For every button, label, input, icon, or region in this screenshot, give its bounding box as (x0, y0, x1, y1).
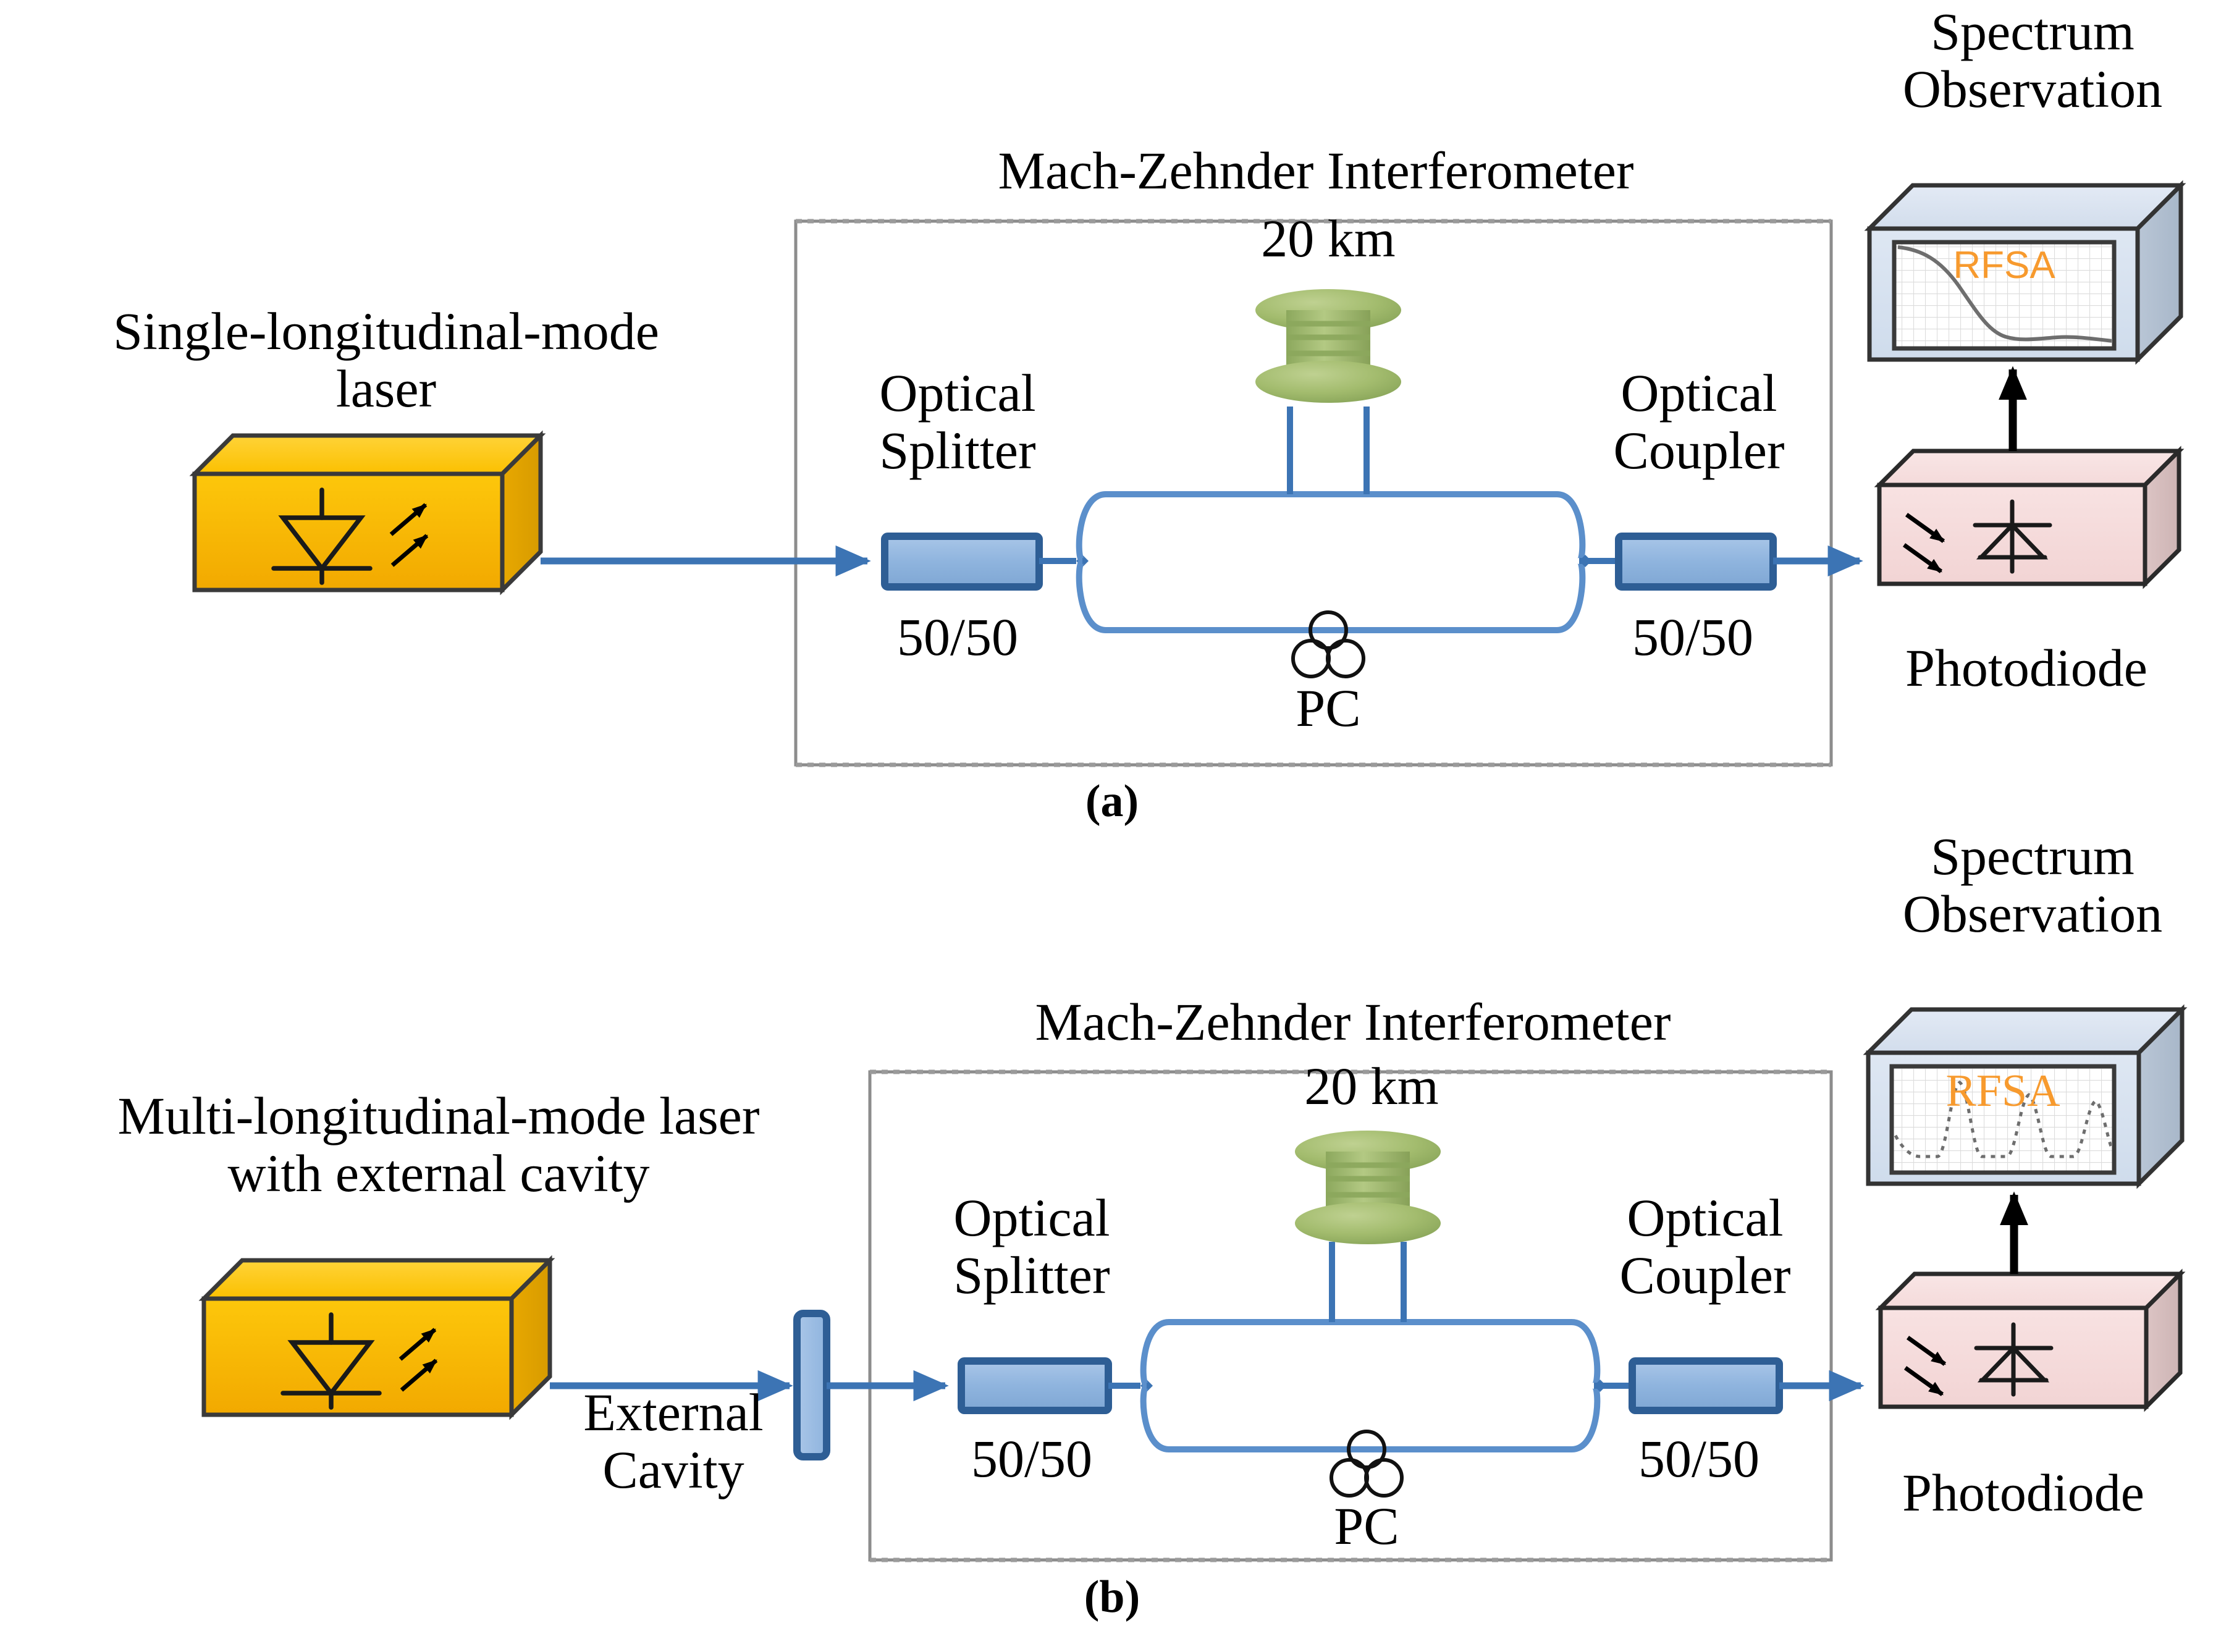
rfsa-monitor-b: RFSA (1863, 1004, 2188, 1189)
photodiode-box-b (1881, 1274, 2180, 1407)
optical-splitter-b (958, 1357, 1112, 1414)
coupler-label-b: Optical Coupler (1619, 1188, 1791, 1305)
polarization-controller-a (1293, 612, 1363, 676)
coupler-label-a: Optical Coupler (1613, 363, 1785, 480)
pc-label-b: PC (1334, 1496, 1399, 1556)
panel-label-b: (b) (1084, 1572, 1140, 1622)
delay-fiber-label-a: 20 km (1261, 209, 1396, 268)
delay-fiber-label-b: 20 km (1304, 1056, 1439, 1116)
laser-box-b (204, 1260, 550, 1415)
splitter-ratio-a: 50/50 (897, 607, 1018, 667)
rfsa-trace-b (1894, 1081, 2112, 1158)
panel-label-a: (a) (1085, 776, 1139, 827)
rfsa-screen-label-a: RFSA (1953, 244, 2055, 287)
photodiode-label-a: Photodiode (1905, 638, 2147, 697)
analyzer-title-b: Spectrum Observation (1902, 827, 2163, 943)
mzi-upper-arm-a (1076, 491, 1586, 564)
fiber-spool-b (1295, 1131, 1441, 1244)
rfsa-trace-a (1897, 245, 2112, 343)
photodiode-label-b: Photodiode (1902, 1463, 2144, 1522)
mzi-upper-arm-b (1140, 1319, 1601, 1389)
photodiode-box-a (1879, 451, 2179, 584)
mzi-enclosure-b (868, 1070, 1833, 1562)
splitter-ratio-b: 50/50 (971, 1429, 1092, 1488)
rfsa-monitor-a: RFSA (1864, 180, 2186, 365)
mzi-lower-arm-a (1076, 558, 1586, 633)
mzi-title-a: Mach-Zehnder Interferometer (998, 141, 1634, 200)
analyzer-title-a: Spectrum Observation (1902, 2, 2163, 119)
pc-label-a: PC (1296, 678, 1361, 738)
optical-coupler-b (1629, 1357, 1783, 1414)
splitter-label-b: Optical Splitter (953, 1188, 1110, 1305)
panel-b: RFSA (204, 1004, 2188, 1562)
mzi-lower-arm-b (1140, 1383, 1601, 1452)
mzi-title-b: Mach-Zehnder Interferometer (1035, 992, 1671, 1051)
rfsa-screen-label-b: RFSA (1945, 1066, 2060, 1116)
coupler-ratio-a: 50/50 (1632, 607, 1753, 667)
panel-a: RFSA (195, 180, 2186, 767)
coupler-ratio-b: 50/50 (1638, 1429, 1760, 1488)
splitter-label-a: Optical Splitter (879, 363, 1036, 480)
optical-coupler-a (1615, 533, 1777, 591)
polarization-controller-b (1331, 1431, 1402, 1496)
laser-label-a: Single-longitudinal-mode laser (113, 301, 659, 418)
optical-splitter-a (881, 533, 1043, 591)
laser-box-a (195, 436, 541, 590)
external-cavity-label-b: External Cavity (583, 1383, 764, 1499)
fiber-spool-a (1255, 289, 1401, 403)
laser-label-b: Multi-longitudinal-mode laser with exter… (117, 1086, 760, 1203)
